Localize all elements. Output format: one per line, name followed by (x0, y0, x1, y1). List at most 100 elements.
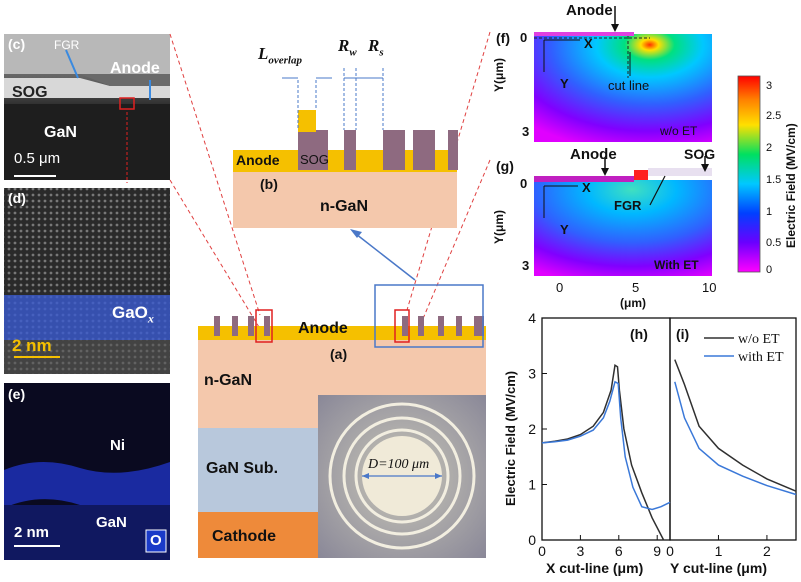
panel-a-ngan: n-GaN (204, 372, 252, 389)
panel-d-gaox: GaOx (112, 303, 154, 326)
panel-b-rw-text: R (338, 36, 350, 55)
x-tick-label: 0 (538, 543, 546, 559)
chart-i-xlabel: Y cut-line (μm) (670, 560, 767, 576)
colorbar-tick-2: 2 (766, 142, 773, 154)
x-tick-label: 2 (763, 543, 771, 559)
panel-e-map (4, 383, 170, 560)
panel-e-gan: GaN (96, 514, 127, 531)
panel-g-x: X (582, 180, 591, 195)
panel-g-ytick: 3 (522, 258, 530, 273)
chart-h-xlabel: X cut-line (μm) (546, 560, 644, 576)
colorbar-tick-1: 1 (766, 206, 773, 218)
y-tick-label: 0 (528, 532, 536, 548)
colorbar-tick-3: 3 (766, 80, 773, 92)
panel-b-loverlap-sub: overlap (268, 54, 302, 67)
chart-i: 1 2 w/o ET with ET (674, 332, 797, 559)
x-tick-label: 3 (577, 543, 585, 559)
series-line (541, 363, 665, 541)
panel-g-anode: Anode (570, 146, 617, 163)
panel-b-ngan: n-GaN (320, 198, 368, 215)
panel-f-anode: Anode (566, 2, 613, 19)
y-tick-label: 2 (528, 421, 536, 437)
x-tick-label: 1 (715, 543, 723, 559)
y-tick-label: 3 (528, 366, 536, 382)
colorbar (737, 75, 761, 273)
panel-g-tag: With ET (654, 258, 699, 272)
panel-f-zero: 0 (520, 30, 528, 45)
colorbar-tick-0.5: 0.5 (766, 237, 782, 249)
panel-g-y: Y (560, 222, 569, 237)
panel-d-scale: 2 nm (12, 336, 52, 355)
zoom-arrow (350, 229, 416, 281)
panel-f-ytick: 3 (522, 124, 530, 139)
panel-a-device (198, 284, 486, 558)
panel-b-sog: SOG (300, 152, 329, 167)
panel-g-ylabel: Y(μm) (492, 209, 506, 244)
panel-e-scale: 2 nm (14, 524, 50, 541)
panel-a-letter: (a) (330, 346, 348, 362)
colorbar-tick-1.5: 1.5 (766, 174, 782, 186)
panel-f-cutline: cut line (608, 78, 650, 93)
zoom-box-a-right (394, 309, 410, 343)
fgr-arrow (65, 49, 79, 79)
panel-a-anode: Anode (298, 320, 348, 337)
panel-e-badge: O (150, 532, 162, 549)
panel-c-scale: 0.5 μm (14, 150, 61, 167)
x-tick-label: 0 (666, 543, 674, 559)
zoom-box-c (119, 97, 135, 110)
panel-b-rs-sub: s (379, 46, 384, 59)
guide-lines (169, 31, 491, 343)
panel-b-loverlap-text: L (258, 44, 269, 63)
panel-g-xtick-0: 0 (556, 280, 564, 295)
chart-i-letter: (i) (676, 326, 690, 342)
zoom-box-a-blue (374, 284, 484, 348)
panel-g-xtick-2: 10 (702, 280, 717, 295)
panel-b-rw: Rw (338, 36, 357, 58)
panel-c-fgr: FGR (54, 38, 80, 52)
chart-ylabel: Electric Field (MV/cm) (503, 370, 518, 506)
x-tick-label: 6 (615, 543, 623, 559)
panel-b-anode: Anode (236, 152, 280, 168)
colorbar-tick-0: 0 (766, 264, 773, 276)
panel-a-diameter: D=100 μm (368, 457, 430, 472)
chart-h-letter: (h) (630, 326, 648, 342)
panel-f-x: X (584, 36, 593, 51)
panel-b-rw-sub: w (349, 46, 357, 59)
panel-b-loverlap: Loverlap (258, 44, 302, 66)
panel-a-cathode: Cathode (212, 528, 276, 545)
series-line (674, 381, 797, 496)
panel-a-gansub: GaN Sub. (206, 460, 279, 477)
legend-label: w/o ET (738, 332, 780, 347)
panel-f-field (534, 6, 712, 142)
y-tick-label: 4 (528, 310, 536, 326)
series-line (541, 380, 671, 511)
panel-g-letter: (g) (496, 158, 514, 174)
series-line (674, 359, 797, 492)
chart-i-frame (669, 317, 797, 541)
y-tick-label: 1 (528, 477, 536, 493)
panel-g-fgr: FGR (614, 198, 642, 213)
chart-h-frame (541, 317, 671, 541)
panel-d-gaox-text: GaO (112, 303, 148, 322)
panel-f-y: Y (560, 76, 569, 91)
panel-b-rs-text: R (368, 36, 380, 55)
panel-f-ylabel: Y(μm) (492, 57, 506, 92)
legend-label: with ET (738, 350, 784, 365)
panel-g-xtick-1: 5 (632, 280, 640, 295)
panel-c-letter: (c) (8, 36, 26, 52)
panel-g-xlabel: (μm) (620, 296, 647, 310)
panel-e-letter: (e) (8, 386, 26, 402)
panel-b-rs: Rs (368, 36, 384, 58)
x-tick-label: 9 (653, 543, 661, 559)
panel-d-gaox-sub: x (147, 311, 154, 326)
panel-c-sog: SOG (12, 84, 48, 101)
colorbar-label: Electric Field (MV/cm) (784, 123, 798, 248)
panel-e-ni: Ni (110, 437, 125, 454)
panel-f-tag: w/o ET (660, 124, 698, 138)
panel-d-letter: (d) (8, 190, 26, 206)
zoom-box-a-left (255, 309, 273, 343)
panel-b-letter: (b) (260, 176, 278, 192)
panel-g-field (534, 156, 712, 276)
